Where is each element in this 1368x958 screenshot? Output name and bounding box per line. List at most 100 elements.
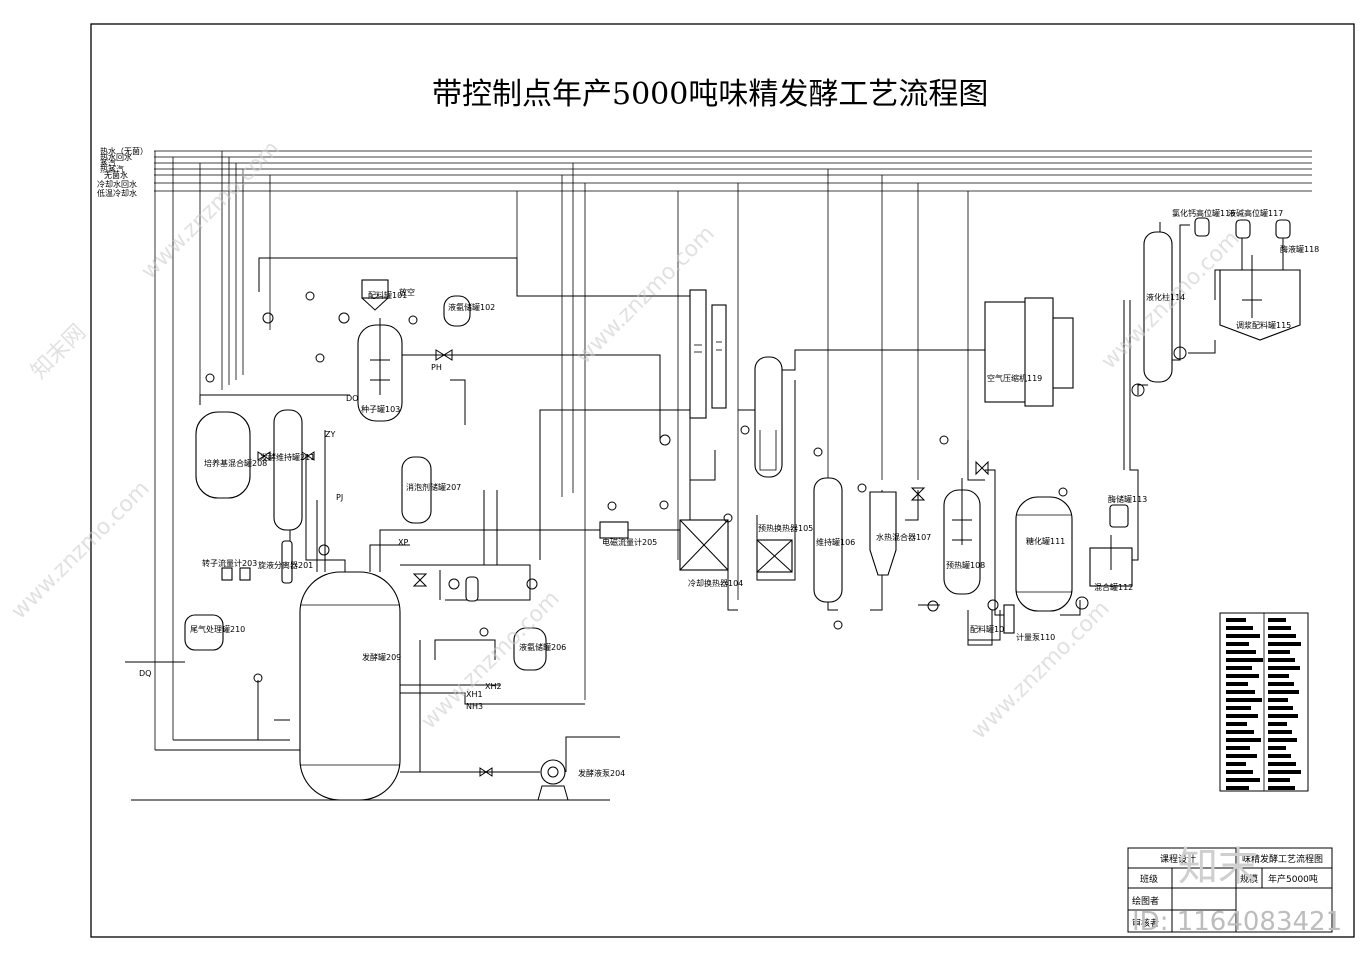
- title-block-drawing-name: 味精发酵工艺流程图: [1242, 853, 1323, 865]
- equipment-label: 消泡剂储罐207: [406, 482, 461, 492]
- legend-bar: [1268, 658, 1295, 662]
- watermark-site: www.znzmo.com: [7, 476, 155, 624]
- legend-bar: [1226, 706, 1251, 710]
- legend-bar: [1226, 674, 1259, 678]
- equipment-label: 调浆配料罐115: [1236, 320, 1291, 330]
- equipment-label: 液化柱114: [1146, 292, 1185, 302]
- stream-label: NH3: [466, 702, 483, 711]
- equipment-t206: 液氨储罐206: [513, 627, 566, 671]
- stream-label: XH2: [485, 682, 502, 691]
- equipment-label: 配料罐101: [368, 290, 407, 300]
- utility-label: 蒸汽: [100, 158, 116, 168]
- equipment-t209: 发酵罐209: [299, 571, 401, 801]
- legend-rows: [1226, 618, 1301, 790]
- stream-label: DQ: [139, 669, 151, 678]
- legend-bar: [1226, 754, 1257, 758]
- legend-bar: [1226, 714, 1258, 718]
- utility-label: 热水（无菌）: [100, 146, 148, 156]
- symbol-legend: [1219, 612, 1309, 792]
- legend-bar: [1268, 738, 1297, 742]
- equipment-t211: 发酵维持罐211: [260, 409, 315, 531]
- equipment-t113: 酶储罐113: [1108, 494, 1147, 528]
- utility-lines: [154, 150, 1312, 192]
- equipment-t114: 液化柱114: [1143, 231, 1185, 383]
- equipment-t210: 尾气处理罐210: [184, 614, 245, 651]
- equipment-label: 培养基混合罐208: [204, 458, 267, 468]
- equipment-t104: 冷却换热器104: [679, 519, 743, 588]
- utility-label: 低温冷却水: [97, 188, 137, 198]
- equipment-t207: 消泡剂储罐207: [401, 456, 461, 524]
- equipment-label: 尾气处理罐210: [190, 624, 245, 634]
- legend-bar: [1226, 626, 1253, 630]
- equipment-label: 配料罐109: [970, 624, 1009, 634]
- legend-bar: [1226, 618, 1246, 622]
- equipment-t110: 计量泵110: [1003, 604, 1055, 642]
- equipment-t112: 混合罐112: [1089, 535, 1133, 592]
- equipment-label: 酶液罐118: [1280, 244, 1319, 254]
- equipment-label: 转子流量计203: [202, 558, 257, 568]
- utility-label: 热水回水: [100, 152, 132, 162]
- legend-bar: [1268, 666, 1300, 670]
- equipment-t119: 空气压缩机119: [984, 297, 1074, 407]
- equipment-label: 液氨储罐102: [448, 302, 495, 312]
- legend-bar: [1268, 674, 1289, 678]
- equipment-t117: 液碱高位罐117: [1228, 208, 1283, 239]
- utility-label: 无菌水: [104, 170, 128, 180]
- title-block-scale-value: 年产5000吨: [1268, 873, 1318, 885]
- equipment-t111: 糖化罐111: [1015, 496, 1073, 612]
- equipment-label: 氯化钙高位罐116: [1172, 208, 1235, 218]
- title-block-reviewer: 审核者: [1132, 917, 1159, 929]
- equipment-t106: 维持罐106: [813, 477, 855, 603]
- watermark-id: ID: 1164083421: [1132, 907, 1342, 937]
- legend-bar: [1268, 786, 1295, 790]
- legend-bar: [1226, 770, 1253, 774]
- equipment-label: 冷却换热器104: [688, 578, 743, 588]
- legend-bar: [1226, 738, 1261, 742]
- equipment-label: 预热换热器105: [758, 523, 813, 533]
- watermark-site: www.znzmo.com: [967, 596, 1115, 744]
- equipment-label: 液碱高位罐117: [1228, 208, 1283, 218]
- legend-bar: [1268, 682, 1294, 686]
- equipment-label: 旋液分离器201: [258, 560, 313, 570]
- legend-bar: [1268, 714, 1298, 718]
- valves: [257, 349, 989, 777]
- legend-bar: [1268, 634, 1296, 638]
- legend-bar: [1226, 786, 1249, 790]
- title-block-drawer: 绘图者: [1132, 895, 1159, 907]
- legend-bar: [1268, 690, 1299, 694]
- equipment-t107: 水热混合器107: [869, 491, 931, 576]
- process-lines: [125, 257, 690, 801]
- stream-labels: ZY PJ XP DQ XH2 XH1 NH3 PH DO 放空: [139, 287, 502, 711]
- legend-bar: [1226, 778, 1260, 782]
- legend-bar: [1268, 730, 1292, 734]
- legend-bar: [1268, 770, 1301, 774]
- equipment-t118: 酶液罐118: [1275, 219, 1319, 254]
- legend-bar: [1226, 730, 1254, 734]
- equipment-t204: 发酵液泵204: [537, 759, 625, 801]
- watermarks: www.znzmo.com www.znzmo.com www.znzmo.co…: [7, 136, 1343, 937]
- equipment-t101: 配料罐101: [361, 279, 407, 311]
- legend-bar: [1268, 706, 1293, 710]
- watermark-site: www.znzmo.com: [137, 136, 285, 284]
- title-block-scale-label: 规模: [1240, 874, 1258, 885]
- legend-bar: [1268, 722, 1287, 726]
- watermark-logo: 知末: [1178, 844, 1258, 890]
- legend-bar: [1268, 746, 1286, 750]
- legend-bar: [1226, 698, 1262, 702]
- legend-bar: [1226, 658, 1263, 662]
- legend-bar: [1268, 698, 1288, 702]
- stream-label: PJ: [336, 493, 343, 502]
- equipment-label: 水热混合器107: [876, 532, 931, 542]
- equipment-label: 维持罐106: [816, 537, 855, 547]
- equipment-label: 液氨储罐206: [519, 642, 566, 652]
- utility-drops: [154, 151, 969, 750]
- title-block-course: 课程设计: [1160, 853, 1196, 865]
- equipment-t203: 转子流量计203: [202, 558, 257, 581]
- utility-labels: 热水（无菌） 热水回水 蒸汽 热蒸汽 无菌水 冷却水回水 低温冷却水: [97, 146, 148, 198]
- air-filter: [465, 576, 479, 602]
- equipment-t115: 调浆配料罐115: [1219, 255, 1301, 341]
- title-block-class: 班级: [1140, 873, 1158, 885]
- legend-bar: [1268, 754, 1291, 758]
- stream-label: DO: [346, 394, 358, 403]
